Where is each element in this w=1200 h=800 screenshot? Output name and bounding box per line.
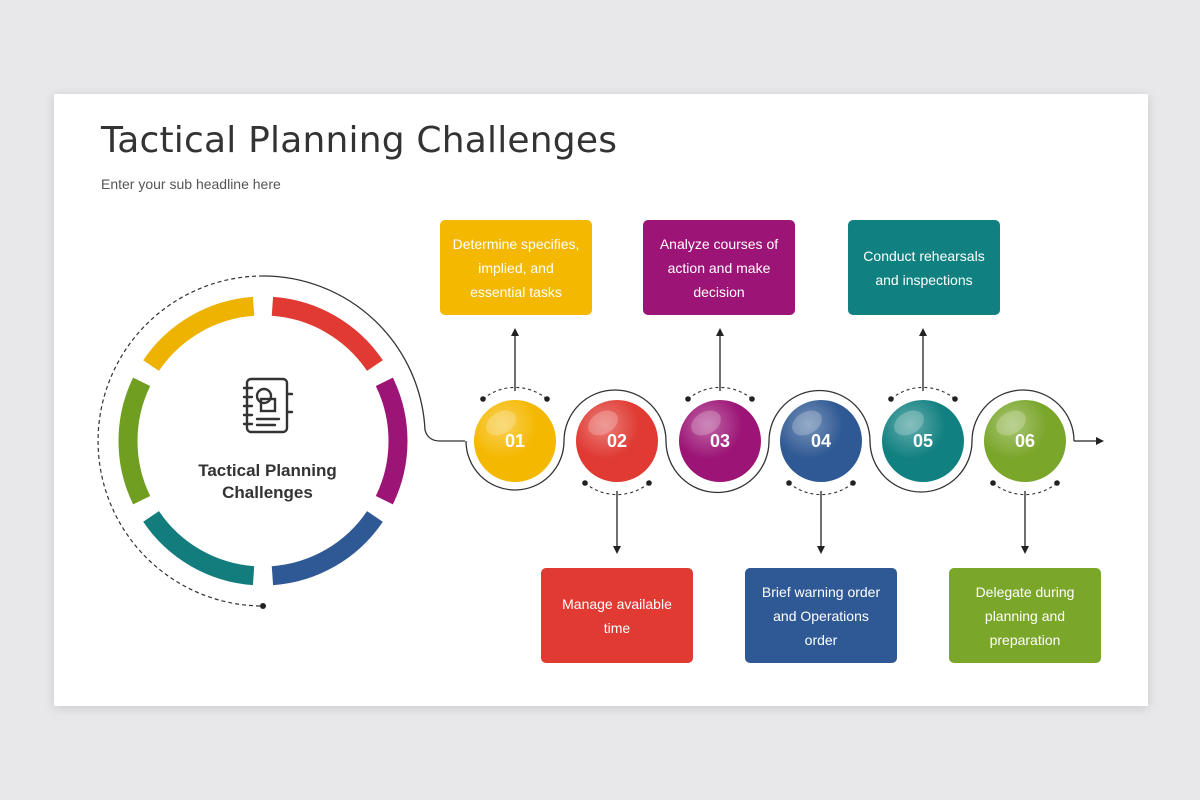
outer-dashed-arc [97,275,264,607]
step-ball-gloss [882,400,964,482]
page-subtitle: Enter your sub headline here [101,176,281,192]
step-dot [952,396,958,402]
chain-track [465,389,1075,494]
ring-segment [143,511,255,586]
step-6-number: 06 [1014,430,1036,451]
step-dot [990,480,996,486]
ring-inner-fill [138,316,388,566]
step-ball-gloss [576,400,658,482]
step-ball-highlight [588,410,618,436]
step-dot [544,396,550,402]
segmented-ring [118,296,408,586]
step-dot [582,480,588,486]
step-5-box: Conduct rehearsals and inspections [848,220,1000,315]
step-6-box: Delegate during planning and preparation [949,568,1101,663]
step-dot [646,480,652,486]
step-ball-gloss [679,400,761,482]
step-3-number: 03 [709,430,731,451]
step-3-box: Analyze courses of action and make decis… [643,220,795,315]
step-dot [685,396,691,402]
step-dot [786,480,792,486]
step-ball-highlight [894,410,924,436]
step-2-number: 02 [606,430,628,451]
step-dot [749,396,755,402]
step-ball-highlight [486,410,516,436]
step-4-number: 04 [810,430,832,451]
page-title: Tactical Planning Challenges [101,120,618,161]
step-dashed-arc [788,482,854,496]
step-chain [465,328,1104,554]
step-dashed-arc [890,386,956,400]
step-ball-gloss [780,400,862,482]
step-ball-gloss [474,400,556,482]
step-dashed-arc [992,482,1058,496]
step-dashed-arc [687,386,753,400]
step-dashed-arc [584,482,650,496]
ring-segment [118,377,151,505]
step-ball-highlight [691,410,721,436]
step-dot [1054,480,1060,486]
step-1-number: 01 [504,430,526,451]
step-ball-gloss [984,400,1066,482]
step-4-box: Brief warning order and Operations order [745,568,897,663]
step-1-box: Determine specifies, implied, and essent… [440,220,592,315]
arc-end-dot [260,603,266,609]
connector-line [262,275,465,442]
step-dot [850,480,856,486]
step-ball-highlight [792,410,822,436]
step-ball-highlight [996,410,1026,436]
ring-segment [143,296,255,371]
notebook-icon [242,377,294,434]
step-5-number: 05 [912,430,934,451]
step-dot [888,396,894,402]
step-2-box: Manage available time [541,568,693,663]
ring-segment [271,296,383,371]
ring-segment [375,377,408,505]
step-dot [480,396,486,402]
step-dashed-arc [482,386,548,400]
center-title: Tactical Planning Challenges [198,461,337,502]
ring-segment [271,511,383,586]
